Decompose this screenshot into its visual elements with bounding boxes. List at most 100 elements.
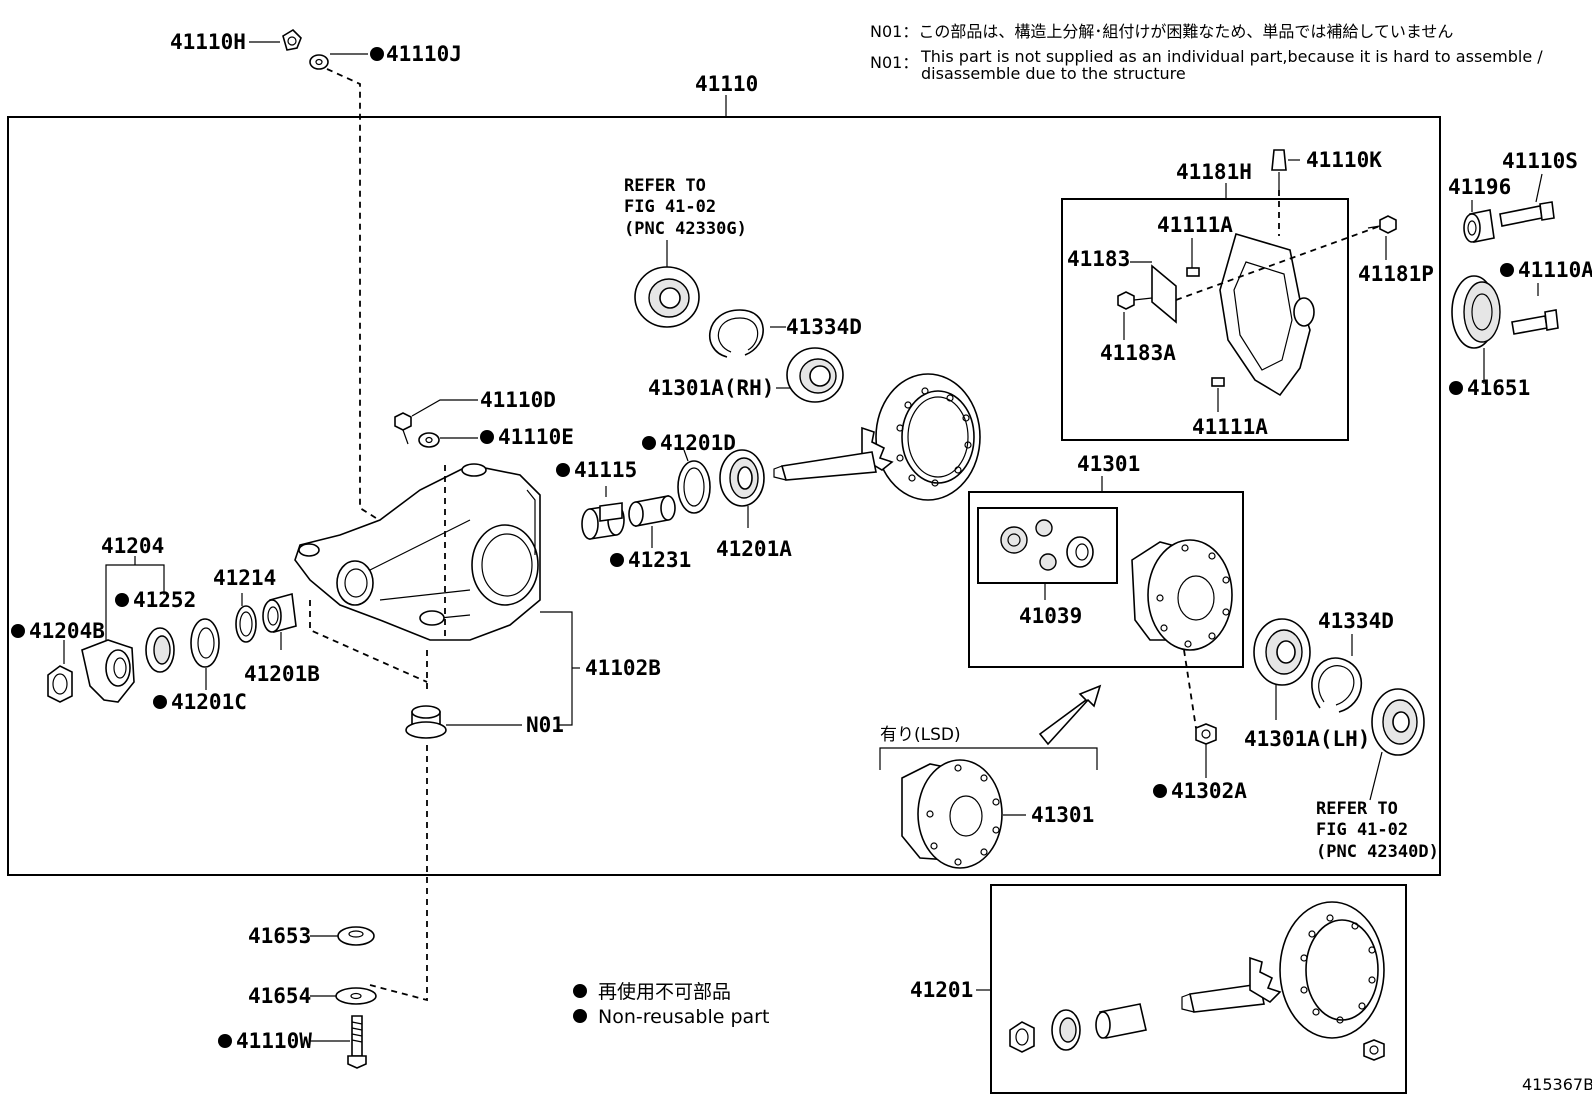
- mount-41653-icon: [337, 926, 375, 946]
- non-reusable-dot-icon: [610, 553, 624, 567]
- label-41301A-lh[interactable]: 41301A(LH): [1244, 727, 1370, 751]
- label-41201D[interactable]: 41201D: [660, 431, 736, 455]
- bolt-41181P-icon: [1367, 215, 1397, 234]
- non-reusable-dot-icon: [1153, 784, 1167, 798]
- plate-41183-icon: [1151, 264, 1177, 324]
- label-41214[interactable]: 41214: [213, 566, 276, 590]
- legend-en: Non-reusable part: [598, 1006, 769, 1028]
- label-41231[interactable]: 41231: [628, 548, 691, 572]
- label-41201B[interactable]: 41201B: [244, 662, 320, 686]
- dowel-pin-top-icon: [1186, 267, 1200, 277]
- snap-ring-41334D-top-icon: [709, 309, 764, 358]
- label-41115[interactable]: 41115: [574, 458, 637, 482]
- seal-41196-icon: [1463, 209, 1495, 243]
- nut-41204B-icon: [47, 665, 73, 703]
- figure-code: 415367B: [1522, 1075, 1592, 1094]
- bolt-41110W-icon: [347, 1015, 367, 1069]
- note-n01: N01：この部品は、構造上分解･組付けが困難なため、単品では補給していません N…: [870, 22, 1543, 83]
- label-41334D-top[interactable]: 41334D: [786, 315, 862, 339]
- group-41039: [977, 507, 1118, 584]
- label-41110S[interactable]: 41110S: [1502, 149, 1578, 173]
- assembly-frame-41110: [7, 116, 1441, 876]
- non-reusable-dot-icon: [218, 1034, 232, 1048]
- group-41181H: [1061, 198, 1349, 441]
- label-41654[interactable]: 41654: [248, 984, 311, 1008]
- label-41301A-rh[interactable]: 41301A(RH): [648, 376, 774, 400]
- label-41110H[interactable]: 41110H: [170, 30, 246, 54]
- label-41111A-bottom[interactable]: 41111A: [1192, 415, 1268, 439]
- label-41201A[interactable]: 41201A: [716, 537, 792, 561]
- label-41201C[interactable]: 41201C: [171, 690, 247, 714]
- breather-41110K-icon: [1271, 149, 1287, 190]
- label-41110[interactable]: 41110: [695, 72, 758, 96]
- label-41181P[interactable]: 41181P: [1358, 262, 1434, 286]
- label-41039[interactable]: 41039: [1019, 604, 1082, 628]
- direction-arrow-icon: [1038, 684, 1102, 746]
- label-41110E[interactable]: 41110E: [498, 425, 574, 449]
- label-41204[interactable]: 41204: [101, 534, 164, 558]
- non-reusable-dot-icon: [556, 463, 570, 477]
- rear-cover-icon: [1219, 233, 1315, 397]
- bolt-41110H-icon: [282, 28, 302, 51]
- label-41334D-bottom[interactable]: 41334D: [1318, 609, 1394, 633]
- flange-41204-icon: [81, 639, 135, 703]
- legend-dot-icon: [573, 984, 587, 998]
- label-41110A[interactable]: 41110A: [1518, 258, 1592, 282]
- oil-seal-top-icon: [634, 266, 700, 328]
- label-41110W[interactable]: 41110W: [236, 1029, 312, 1053]
- collar-41115-icon: [581, 502, 625, 540]
- refer-bottom-line3: (PNC 42340D): [1316, 842, 1439, 862]
- label-41110K[interactable]: 41110K: [1306, 148, 1382, 172]
- washer-41110E-icon: [418, 432, 440, 448]
- label-N01[interactable]: N01: [526, 713, 564, 737]
- label-41301-lsd[interactable]: 41301: [1031, 803, 1094, 827]
- diff-case-41301-icon: [1131, 539, 1233, 651]
- label-41102B[interactable]: 41102B: [585, 656, 661, 680]
- non-reusable-dot-icon: [480, 430, 494, 444]
- label-41301-top[interactable]: 41301: [1077, 452, 1140, 476]
- non-reusable-dot-icon: [1500, 263, 1514, 277]
- non-reusable-dot-icon: [370, 47, 384, 61]
- note-en-line2: disassemble due to the structure: [921, 64, 1186, 83]
- refer-top-line3: (PNC 42330G): [624, 219, 747, 239]
- washer-41201C-icon: [190, 618, 220, 668]
- snap-ring-41334D-bottom-icon: [1311, 657, 1362, 713]
- bolt-41302A-icon: [1195, 723, 1217, 745]
- label-41110D[interactable]: 41110D: [480, 388, 556, 412]
- washer-41110J-icon: [309, 54, 329, 70]
- label-41181H[interactable]: 41181H: [1176, 160, 1252, 184]
- label-41201[interactable]: 41201: [910, 978, 973, 1002]
- non-reusable-dot-icon: [153, 695, 167, 709]
- note-en-prefix: N01：: [870, 53, 918, 72]
- label-41110J[interactable]: 41110J: [386, 42, 462, 66]
- legend-dot-icon: [573, 1009, 587, 1023]
- lsd-label: 有り(LSD): [880, 725, 961, 745]
- bearing-41201A-icon: [719, 449, 765, 507]
- label-41653[interactable]: 41653: [248, 924, 311, 948]
- group-41301: [968, 491, 1244, 668]
- label-41183A[interactable]: 41183A: [1100, 341, 1176, 365]
- non-reusable-dot-icon: [642, 436, 656, 450]
- label-41196[interactable]: 41196: [1448, 175, 1511, 199]
- non-reusable-dot-icon: [115, 593, 129, 607]
- bearing-41201B-icon: [262, 592, 297, 634]
- refer-top-line1: REFER TO: [624, 176, 706, 196]
- bolt-41110A-icon: [1511, 309, 1559, 335]
- label-41252[interactable]: 41252: [133, 588, 196, 612]
- label-41651[interactable]: 41651: [1467, 376, 1530, 400]
- label-41183[interactable]: 41183: [1067, 247, 1130, 271]
- washer-41654-icon: [335, 987, 377, 1005]
- spacer-41201D-icon: [677, 460, 711, 514]
- ring-gear-pinion-icon: [773, 373, 981, 501]
- non-reusable-dot-icon: [11, 624, 25, 638]
- carrier-housing-41102B-icon: [294, 463, 541, 641]
- oil-seal-bottom-icon: [1371, 688, 1425, 756]
- refer-bottom-line1: REFER TO: [1316, 799, 1398, 819]
- bolt-41110S-icon: [1499, 201, 1555, 227]
- label-41111A-top[interactable]: 41111A: [1157, 213, 1233, 237]
- refer-top-line2: FIG 41-02: [624, 197, 716, 217]
- label-41302A[interactable]: 41302A: [1171, 779, 1247, 803]
- legend-jp: 再使用不可部品: [598, 981, 731, 1003]
- label-41204B[interactable]: 41204B: [29, 619, 105, 643]
